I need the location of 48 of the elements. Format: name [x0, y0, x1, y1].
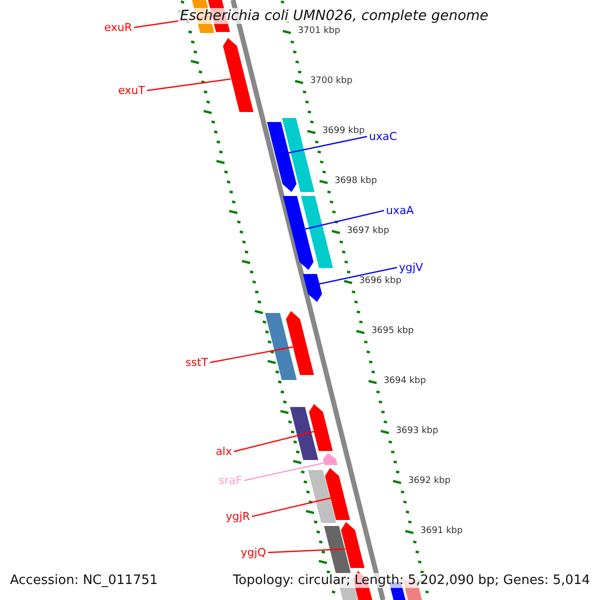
- gene-label: sraF: [218, 474, 242, 487]
- scale-label: 3698 kbp: [334, 176, 377, 187]
- gene-feature: [340, 522, 364, 568]
- gene-label: exuR: [104, 21, 132, 34]
- footer-text: Topology: circular; Length: 5,202,090 bp; Genes: 5,014: [232, 573, 590, 588]
- leader-line: [252, 497, 331, 518]
- scale-label: 3699 kbp: [322, 126, 365, 137]
- gene-feature: [283, 196, 314, 270]
- gene-feature: [302, 274, 322, 302]
- gene-feature: [286, 311, 314, 375]
- scale-label: 3693 kbp: [396, 426, 438, 437]
- scale-label: 3697 kbp: [346, 226, 390, 237]
- leader-line: [234, 430, 314, 452]
- gene-feature: [324, 526, 350, 573]
- gene-feature: [301, 196, 333, 268]
- gene-feature: [266, 122, 296, 192]
- gene-label: ygjQ: [240, 546, 266, 559]
- gene-label: ygjV: [399, 261, 424, 274]
- leader-line: [305, 210, 384, 230]
- gene-feature: [322, 453, 338, 465]
- scale-label: 3701 kbp: [298, 26, 340, 37]
- gene-label: exuT: [118, 84, 145, 97]
- gene-feature: [325, 468, 350, 520]
- gene-feature: [309, 404, 333, 451]
- footer-text: Accession: NC_011751: [10, 573, 158, 588]
- leader-line: [288, 136, 368, 154]
- scale-label: 3696 kbp: [359, 276, 402, 287]
- scale-label: 3700 kbp: [310, 76, 352, 87]
- title: Escherichia coli UMN026, complete genome: [178, 8, 490, 24]
- gene-feature: [265, 313, 297, 380]
- gene-label: alx: [216, 445, 232, 458]
- gene-feature: [290, 407, 318, 460]
- scale-label: 3695 kbp: [371, 326, 414, 337]
- leader-line: [244, 462, 324, 482]
- gene-label: uxaC: [369, 130, 397, 143]
- gene-feature: [308, 470, 336, 523]
- scale-label: 3691 kbp: [420, 526, 463, 537]
- gene-feature: [282, 118, 314, 192]
- leader-line: [318, 266, 398, 285]
- leader-line: [210, 346, 293, 364]
- scale-label: 3694 kbp: [384, 376, 426, 387]
- gene-label: ygjR: [226, 510, 250, 523]
- scale-label: 3692 kbp: [408, 476, 450, 487]
- leader-line: [268, 548, 346, 554]
- gene-label: sstT: [186, 356, 208, 369]
- gene-feature: [222, 38, 253, 112]
- leader-line: [146, 78, 231, 92]
- gene-label: uxaA: [386, 204, 414, 217]
